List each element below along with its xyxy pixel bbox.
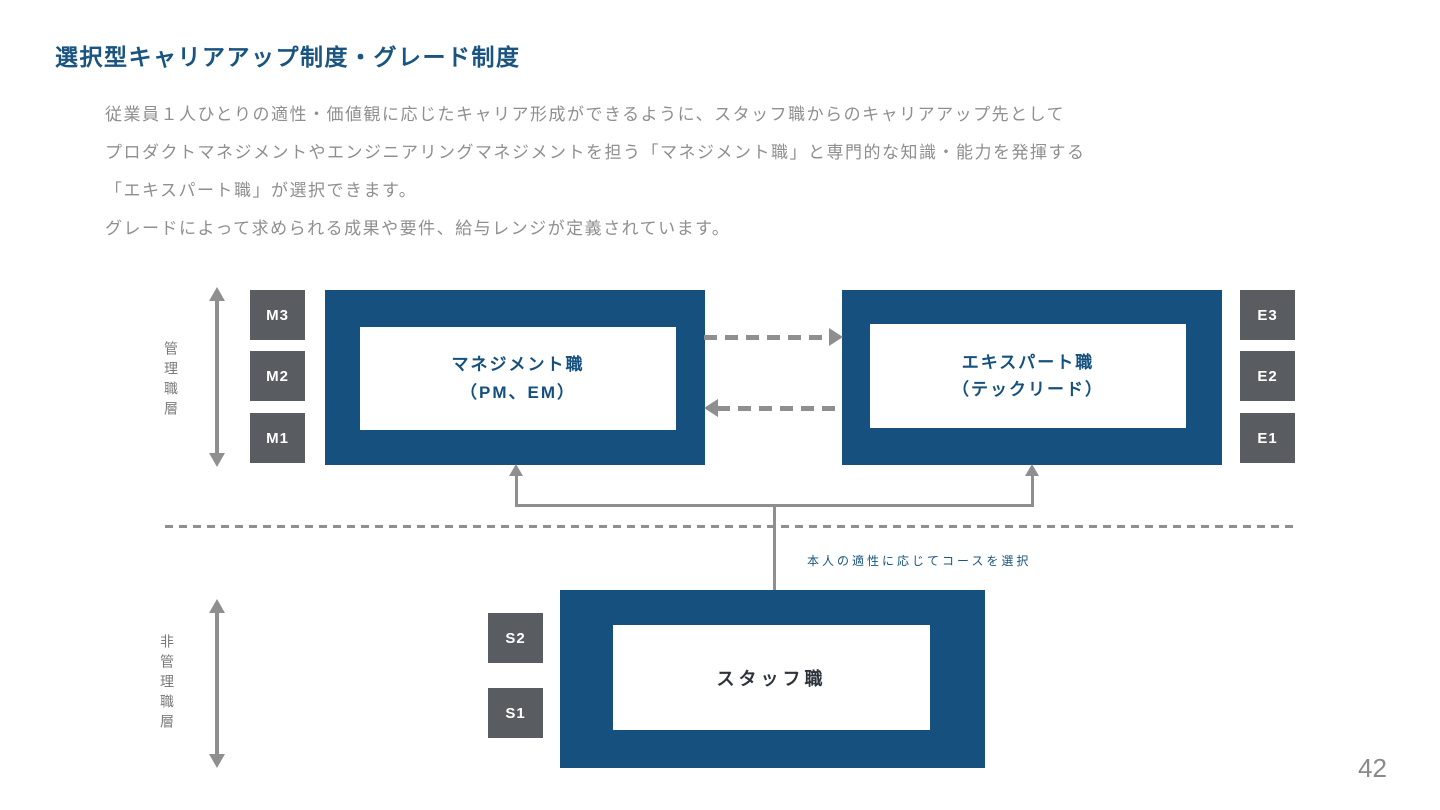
dashed-line bbox=[717, 406, 843, 411]
grade-box-s2: S2 bbox=[488, 613, 543, 663]
grade-box-s1: S1 bbox=[488, 688, 543, 738]
grade-box-e3: E3 bbox=[1240, 290, 1295, 340]
arrow-left-head-icon bbox=[704, 399, 718, 417]
arrow-up-head-icon bbox=[209, 599, 225, 613]
arrow-right-head-icon bbox=[829, 328, 843, 346]
arrow-down-head-icon bbox=[209, 453, 225, 467]
grade-box-m2: M2 bbox=[250, 351, 305, 401]
arrow-down-head-icon bbox=[209, 754, 225, 768]
arrow-line bbox=[215, 301, 219, 453]
expert-box-subtitle: （テックリード） bbox=[952, 380, 1104, 399]
page-number: 42 bbox=[1358, 753, 1387, 783]
arrow-line bbox=[514, 476, 518, 507]
non-management-layer-range-arrow-icon bbox=[208, 599, 226, 768]
dashed-line bbox=[704, 335, 830, 340]
arrow-line bbox=[1030, 476, 1034, 507]
body-line: グレードによって求められる成果や要件、給与レンジが定義されています。 bbox=[105, 219, 731, 238]
course-note: 本人の適性に応じてコースを選択 bbox=[807, 554, 1032, 568]
body-line: プロダクトマネジメントやエンジニアリングマネジメントを担う「マネジメント職」と専… bbox=[105, 143, 1086, 162]
dashed-arrow-left-icon bbox=[704, 399, 843, 417]
connector-vertical-line bbox=[773, 504, 776, 591]
body-paragraph: 従業員１人ひとりの適性・価値観に応じたキャリア形成ができるように、スタッフ職から… bbox=[105, 96, 1086, 248]
arrow-up-head-icon bbox=[509, 464, 523, 476]
management-layer-range-arrow-icon bbox=[208, 287, 226, 467]
up-arrow-to-management-icon bbox=[508, 464, 524, 507]
management-box-panel: マネジメント職 （PM、EM） bbox=[360, 327, 676, 430]
layer-separator-line bbox=[165, 525, 1295, 528]
arrow-up-head-icon bbox=[1025, 464, 1039, 476]
arrow-up-head-icon bbox=[209, 287, 225, 301]
staff-box-panel: スタッフ職 bbox=[613, 625, 930, 730]
grade-box-e1: E1 bbox=[1240, 413, 1295, 463]
management-box-subtitle: （PM、EM） bbox=[460, 382, 576, 402]
grade-box-e2: E2 bbox=[1240, 351, 1295, 401]
management-box-title: マネジメント職 bbox=[451, 355, 585, 375]
grade-box-m1: M1 bbox=[250, 413, 305, 463]
expert-box: エキスパート職 （テックリード） bbox=[842, 290, 1222, 465]
page-title: 選択型キャリアアップ制度・グレード制度 bbox=[55, 44, 521, 70]
body-line: 従業員１人ひとりの適性・価値観に応じたキャリア形成ができるように、スタッフ職から… bbox=[105, 105, 1066, 124]
body-line: 「エキスパート職」が選択できます。 bbox=[105, 181, 418, 200]
grade-box-m3: M3 bbox=[250, 290, 305, 340]
up-arrow-to-expert-icon bbox=[1024, 464, 1040, 507]
non-management-layer-label: 非管理職層 bbox=[159, 634, 175, 734]
dashed-arrow-right-icon bbox=[704, 328, 843, 346]
staff-box: スタッフ職 bbox=[560, 590, 985, 768]
management-box: マネジメント職 （PM、EM） bbox=[325, 290, 705, 465]
arrow-line bbox=[215, 613, 219, 754]
expert-box-panel: エキスパート職 （テックリード） bbox=[870, 324, 1186, 428]
staff-box-title: スタッフ職 bbox=[716, 668, 827, 689]
management-layer-label: 管理職層 bbox=[163, 341, 179, 421]
expert-box-title: エキスパート職 bbox=[961, 352, 1095, 372]
